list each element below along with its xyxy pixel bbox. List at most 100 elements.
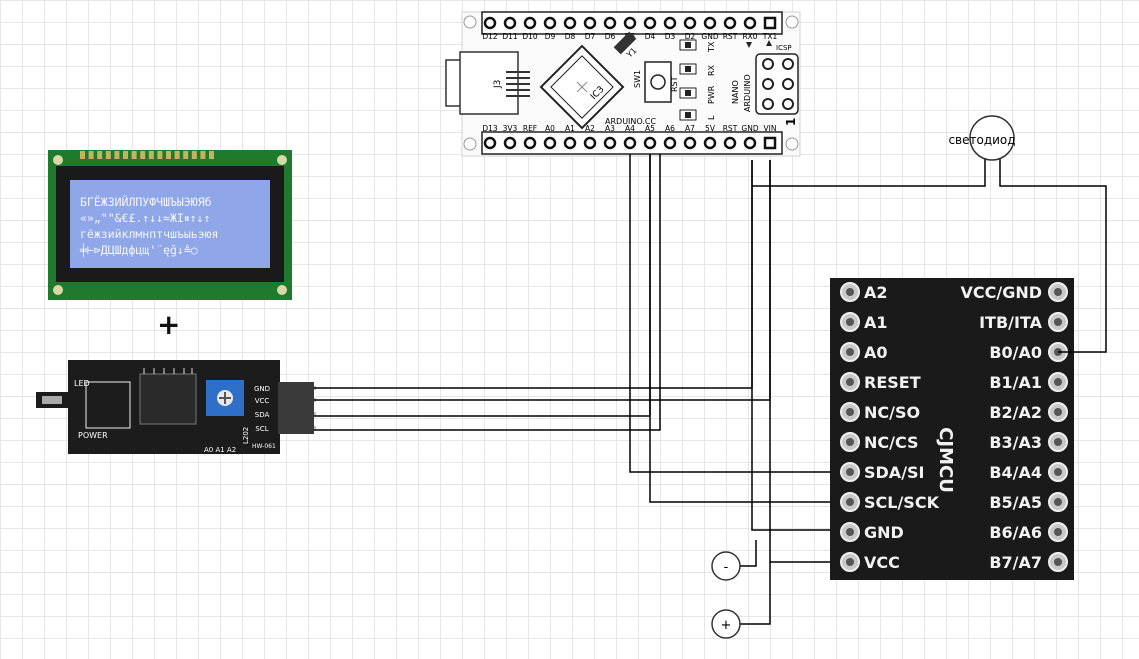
rst-label: RST [670, 76, 679, 92]
status-leds: TX RX PWR L [679, 39, 716, 121]
lcd-pin [174, 151, 180, 159]
lcd-pin [148, 151, 154, 159]
cjmcu-pad-hole [1054, 438, 1062, 446]
reset-button[interactable]: SW1 RST [633, 61, 679, 103]
cjmcu-left-label: A2 [864, 283, 888, 302]
wire-sda [314, 154, 651, 417]
expander-ic [139, 373, 197, 425]
wire-a4-sda [629, 154, 830, 473]
top-pin-label: GND [701, 32, 718, 41]
lcd-pin [80, 151, 85, 159]
top-pin-label: RX0 [742, 32, 757, 41]
pin-hole [543, 136, 557, 150]
lcd-pin [200, 151, 206, 159]
wire-led-plus [999, 158, 1107, 353]
pin-hole [623, 136, 637, 150]
website-label: ARDUINO.CC [605, 117, 656, 126]
plus-terminal[interactable]: + [711, 609, 741, 639]
pin-hole [523, 16, 537, 30]
lcd-pin [183, 151, 189, 159]
cjmcu-right-label: B0/A0 [989, 343, 1042, 362]
wire-gnd [314, 160, 753, 389]
arduino-label: ARDUINO [743, 74, 752, 112]
top-pin-label: D11 [502, 32, 518, 41]
cjmcu-right-label: B3/A3 [989, 433, 1042, 452]
icsp-label: ICSP [776, 44, 792, 52]
cjmcu-pad-hole [1054, 528, 1062, 536]
wire-scl [314, 154, 661, 431]
cjmcu-pad-hole [1054, 318, 1062, 326]
lcd-pin [191, 151, 197, 159]
cjmcu-pad-hole [1054, 498, 1062, 506]
icsp-header: ICSP 1 [746, 40, 799, 126]
sw1-label: SW1 [633, 70, 642, 88]
pin-hole [663, 16, 677, 30]
bottom-pin-label: A0 [545, 124, 555, 133]
lcd-pin [97, 151, 103, 159]
pin-hole [643, 136, 657, 150]
cjmcu-right-label: B4/A4 [989, 463, 1042, 482]
lcd-row: ╪⊢⊳ДЦШдфцщ'¨ęğ↓≜○ [79, 243, 198, 257]
lcd-pin [114, 151, 120, 159]
cjmcu-left-label: RESET [864, 373, 921, 392]
top-pin-label: D4 [645, 32, 656, 41]
mount-hole [463, 15, 477, 29]
nano-label: NANO [731, 80, 740, 104]
cjmcu-pad-hole [1054, 288, 1062, 296]
pin-hole [763, 136, 777, 150]
cjmcu-left-label: SDA/SI [864, 463, 925, 482]
cjmcu-pad-hole [1054, 468, 1062, 476]
pin-hole [703, 136, 717, 150]
pin-hole [503, 136, 517, 150]
pin-hole [683, 136, 697, 150]
j3-label: J3 [493, 80, 503, 89]
pin-hole [483, 16, 497, 30]
top-pin-label: D10 [522, 32, 538, 41]
lcd-pin [88, 151, 94, 159]
cjmcu-left-label: VCC [864, 553, 900, 572]
bottom-pin-label: A6 [665, 124, 675, 133]
bottom-pin-label: D13 [482, 124, 498, 133]
bottom-pin-label: GND [741, 124, 758, 133]
led-node: светодиод [948, 115, 1016, 161]
cjmcu-pad-hole [846, 498, 854, 506]
usb-connector: J3 [445, 51, 530, 115]
top-pin-label: D9 [545, 32, 556, 41]
pin-hole [563, 136, 577, 150]
cjmcu-pad-hole [846, 378, 854, 386]
address-label: A0 A1 A2 [204, 446, 236, 454]
mount-hole [785, 137, 799, 151]
tx-led-label: TX [707, 41, 716, 53]
i2c-pin-label: SCL [255, 425, 268, 433]
top-pin-label: D2 [685, 32, 696, 41]
led-label: светодиод [948, 133, 1015, 147]
top-pin-label: D12 [482, 32, 498, 41]
smd-cluster [85, 381, 131, 429]
bottom-pin-label: A2 [585, 124, 595, 133]
rx-led-label: RX [707, 64, 716, 76]
jumper-metal [42, 396, 62, 404]
lcd-row: «»„""&€£.↑↓↓≈ЖΙ⏸↑↓↑ [80, 211, 210, 225]
top-pin-label: TX1 [762, 32, 778, 41]
pin-hole [723, 16, 737, 30]
pin-hole [743, 16, 757, 30]
arduino-nano-board: D12D11D10D9D8D7D6D5D4D3D2GNDRSTRX0TX1 D1… [445, 11, 801, 157]
cjmcu-pad-hole [1054, 378, 1062, 386]
pin-hole [563, 16, 577, 30]
i2c-pin-label: GND [254, 385, 270, 393]
top-pin-label: D6 [605, 32, 616, 41]
plus-sign: + [157, 308, 180, 341]
pin-hole [683, 16, 697, 30]
wires [314, 154, 1107, 625]
minus-terminal[interactable]: - [711, 551, 741, 581]
bottom-pin-label: VIN [764, 124, 777, 133]
cjmcu-right-label: ITB/ITA [979, 313, 1043, 332]
cjmcu-left-label: NC/CS [864, 433, 919, 452]
cjmcu-left-label: A1 [864, 313, 888, 332]
pin-hole [523, 136, 537, 150]
top-pin-label: RST [723, 32, 738, 41]
pwr-led-label: PWR [707, 85, 716, 104]
pin-hole [703, 16, 717, 30]
cjmcu-right-pins: VCC/GNDITB/ITAB0/A0B1/A1B2/A2B3/A3B4/A4B… [960, 282, 1068, 572]
